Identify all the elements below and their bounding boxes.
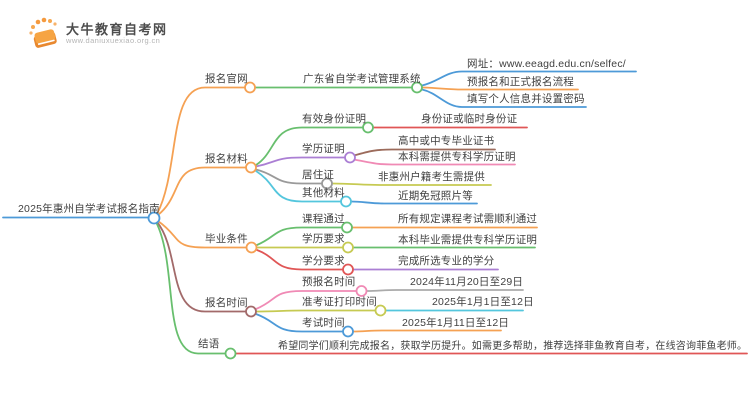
node-handle-credits[interactable] — [342, 263, 354, 276]
node-handle-degree[interactable] — [342, 241, 354, 254]
node-preregister-date[interactable]: 2024年11月20日至29日 — [410, 276, 524, 288]
site-logo[interactable]: 大牛教育自考网 www.daniuxuexiao.org.cn — [26, 13, 206, 51]
node-diploma[interactable]: 学历证明 — [302, 143, 345, 155]
node-handle-courses[interactable] — [341, 221, 353, 234]
node-exam-time[interactable]: 考试时间 — [302, 317, 345, 329]
book-logo-icon — [29, 17, 57, 48]
node-exam-time-date[interactable]: 2025年1月11日至12日 — [402, 317, 510, 329]
node-handle-ticket[interactable] — [374, 304, 387, 317]
node-credits-req[interactable]: 学分要求 — [302, 255, 345, 267]
root-node-label[interactable]: 2025年惠州自学考试报名指南 — [18, 203, 160, 215]
connector-preregister-date — [366, 289, 524, 292]
node-handle-diploma[interactable] — [344, 151, 356, 164]
node-materials[interactable]: 报名材料 — [205, 153, 248, 165]
connector-root-website — [156, 86, 245, 215]
node-courses-detail[interactable]: 所有规定课程考试需顺利通过 — [398, 213, 538, 225]
logo-title: 大牛教育自考网 — [66, 22, 168, 37]
connector-exam-date — [352, 329, 502, 333]
node-system-fill[interactable]: 填写个人信息并设置密码 — [467, 93, 585, 105]
logo-site-url: www.daniuxuexiao.org.cn — [66, 36, 161, 45]
node-diploma-highschool[interactable]: 高中或中专毕业证书 — [398, 135, 495, 147]
node-system-process[interactable]: 预报名和正式报名流程 — [467, 76, 574, 88]
node-handle-root[interactable] — [147, 211, 161, 225]
node-other-materials[interactable]: 其他材料 — [302, 187, 345, 199]
node-credits-req-detail[interactable]: 完成所选专业的学分 — [398, 255, 495, 267]
node-diploma-college[interactable]: 本科需提供专科学历证明 — [398, 151, 516, 163]
node-preregister[interactable]: 预报名时间 — [302, 276, 356, 288]
node-handle-id-proof[interactable] — [362, 121, 374, 134]
node-website[interactable]: 报名官网 — [205, 73, 248, 85]
node-handle-preregister[interactable] — [355, 285, 368, 297]
node-residence-detail[interactable]: 非惠州户籍考生需提供 — [378, 171, 485, 183]
node-handle-system[interactable] — [411, 81, 423, 94]
node-conclusion[interactable]: 结语 — [198, 338, 220, 350]
node-graduation[interactable]: 毕业条件 — [205, 233, 248, 245]
node-handle-residence[interactable] — [321, 177, 333, 190]
connector-materials-diploma — [255, 156, 345, 168]
node-handle-exam[interactable] — [342, 325, 354, 338]
node-conclusion-detail[interactable]: 希望同学们顺利完成报名，获取学历提升。如需更多帮助，推荐选择菲鱼教育自考，在线咨… — [278, 341, 748, 352]
node-handle-conclusion[interactable] — [224, 347, 237, 360]
node-handle-website[interactable] — [244, 81, 256, 94]
node-id-proof-detail[interactable]: 身份证或临时身份证 — [421, 113, 518, 125]
node-id-proof[interactable]: 有效身份证明 — [302, 113, 367, 125]
connector-root-materials — [157, 166, 246, 216]
node-handle-schedule[interactable] — [245, 305, 257, 318]
node-handle-other[interactable] — [340, 195, 352, 208]
node-residence[interactable]: 居住证 — [302, 169, 335, 181]
connector-schedule-ticket — [255, 309, 376, 313]
node-handle-materials[interactable] — [245, 161, 257, 174]
node-handle-graduation[interactable] — [245, 241, 258, 254]
node-degree-req-detail[interactable]: 本科毕业需提供专科学历证明 — [398, 234, 538, 246]
node-degree-req[interactable]: 学历要求 — [302, 233, 345, 245]
node-ticket-print[interactable]: 准考证打印时间 — [302, 296, 377, 308]
node-courses[interactable]: 课程通过 — [302, 213, 345, 225]
node-other-materials-detail[interactable]: 近期免冠照片等 — [398, 190, 473, 202]
node-system[interactable]: 广东省自学考试管理系统 — [303, 73, 421, 85]
node-schedule[interactable]: 报名时间 — [205, 297, 248, 309]
node-system-url[interactable]: 网址：www.eeagd.edu.cn/selfec/ — [467, 58, 626, 70]
node-ticket-print-date[interactable]: 2025年1月1日至12日 — [432, 296, 534, 308]
